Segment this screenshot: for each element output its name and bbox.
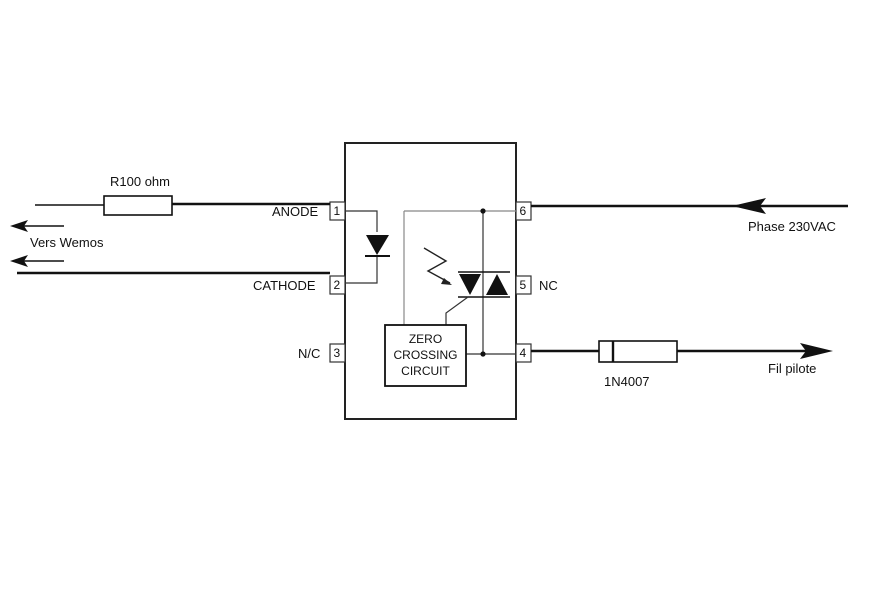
diode-1n4007: [598, 340, 678, 363]
pin-2-number: 2: [334, 278, 341, 292]
pin-1-number: 1: [334, 204, 341, 218]
nc-right-label: NC: [539, 278, 558, 293]
wemos-arrow-2-head: [10, 255, 28, 267]
pin-4-number: 4: [520, 346, 527, 360]
triac-gate: [445, 296, 469, 325]
pin-3-box: [329, 343, 346, 363]
zero-crossing-line-1: ZERO: [409, 332, 442, 346]
triac-triangle-up-icon: [486, 274, 508, 295]
diode-label: 1N4007: [604, 374, 650, 389]
cathode-label: CATHODE: [253, 278, 316, 293]
zero-crossing-box: [384, 324, 467, 387]
led-triangle-icon: [366, 235, 389, 255]
zero-crossing-line-3: CIRCUIT: [401, 364, 450, 378]
light-emission-icon: [423, 247, 451, 284]
pin-2-box: [329, 275, 346, 295]
led-wire: [345, 210, 378, 232]
phase-arrow-head: [732, 198, 766, 214]
led-wire-lower: [345, 255, 378, 284]
pin-4-box: [515, 343, 532, 363]
light-arrow-head: [441, 278, 452, 285]
resistor-r100: [103, 195, 173, 216]
output-arrow-head: [800, 343, 833, 359]
pin-6-number: 6: [520, 204, 527, 218]
resistor-label: R100 ohm: [110, 174, 170, 189]
phase-label: Phase 230VAC: [748, 219, 836, 234]
junction-dot-bottom: [480, 351, 486, 357]
triac-triangle-down-icon: [459, 274, 481, 295]
pin-5-number: 5: [520, 278, 527, 292]
junction-dot-top: [480, 208, 486, 214]
nc-left-label: N/C: [298, 346, 320, 361]
pin-5-box: [515, 275, 532, 295]
wemos-arrow-1-head: [10, 220, 28, 232]
fil-pilote-label: Fil pilote: [768, 361, 816, 376]
anode-label: ANODE: [272, 204, 319, 219]
pin-3-number: 3: [334, 346, 341, 360]
zero-crossing-line-2: CROSSING: [393, 348, 457, 362]
vers-wemos-label: Vers Wemos: [30, 235, 104, 250]
